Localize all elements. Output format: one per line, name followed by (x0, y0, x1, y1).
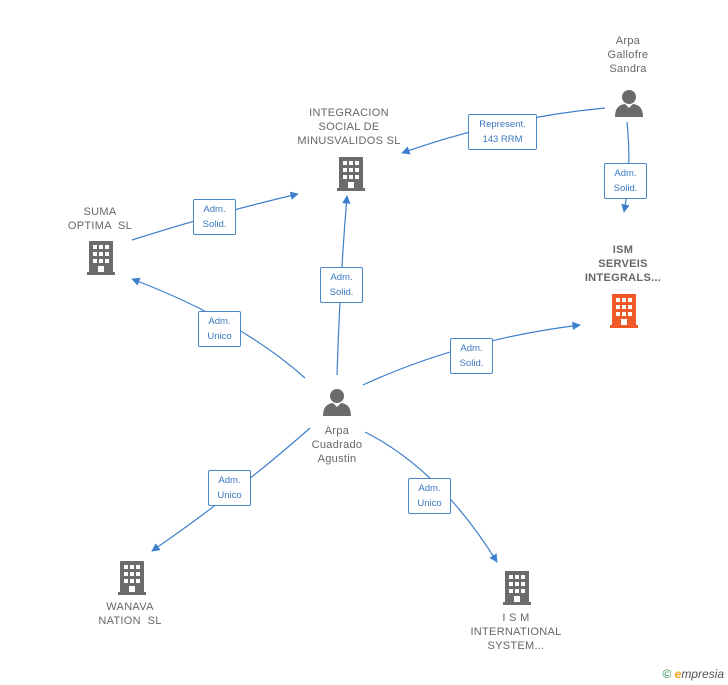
label-line: I S M (502, 612, 530, 624)
brand-rest: mpresia (681, 667, 724, 681)
label-line: OPTIMA SL (67, 220, 133, 232)
edge-label-cuadrado-wanava: Adm. Unico (208, 470, 251, 506)
edge-label-line: 143 RRM (482, 134, 523, 145)
node-label-wanava[interactable]: WANAVA NATION SL (88, 600, 172, 628)
edge-label-gallofre-ism: Adm. Solid. (604, 163, 647, 199)
node-label-integracion[interactable]: INTEGRACION SOCIAL DE MINUSVALIDOS SL (282, 106, 416, 148)
building-icon (118, 561, 146, 595)
person-icon (323, 389, 351, 416)
label-line: NATION SL (98, 615, 162, 627)
node-label-ism-international[interactable]: I S M INTERNATIONAL SYSTEM... (460, 611, 572, 653)
building-icon (503, 571, 531, 605)
label-line: Arpa (615, 35, 641, 47)
edge-label-line: Adm. (218, 475, 241, 486)
node-label-suma[interactable]: SUMA OPTIMA SL (60, 205, 140, 233)
edge-label-line: Adm. (330, 272, 353, 283)
edge-label-line: Unico (217, 490, 242, 501)
label-line: SYSTEM... (487, 640, 545, 652)
edge-label-line: Adm. (460, 343, 483, 354)
node-label-ism-serveis[interactable]: ISM SERVEIS INTEGRALS... (570, 243, 676, 285)
edge-label-represent: Represent. 143 RRM (468, 114, 537, 150)
person-icon (615, 90, 643, 117)
label-line: INTERNATIONAL (470, 626, 562, 638)
label-line: ISM (612, 244, 634, 256)
brand-watermark: © empresia (662, 667, 724, 681)
edge-label-line: Solid. (329, 287, 354, 298)
edge-label-line: Adm. (418, 483, 441, 494)
edge-label-line: Adm. (614, 168, 637, 179)
label-line: Arpa (324, 425, 350, 437)
label-line: Agustin (317, 453, 357, 465)
copyright-icon: © (662, 667, 672, 681)
node-label-gallofre[interactable]: Arpa Gallofre Sandra (593, 34, 663, 76)
edge-label-cuadrado-suma: Adm. Unico (198, 311, 241, 347)
label-line: SERVEIS (598, 258, 648, 270)
label-line: MINUSVALIDOS SL (297, 135, 401, 147)
edge-label-line: Adm. (208, 316, 231, 327)
edge-label-line: Represent. (479, 119, 526, 130)
building-icon (87, 241, 115, 275)
brand-name: empresia (675, 667, 724, 681)
label-line: INTEGRALS... (584, 272, 662, 284)
label-line: SUMA (83, 206, 117, 218)
edge-label-line: Solid. (459, 358, 484, 369)
edge-label-cuadrado-ism: Adm. Solid. (450, 338, 493, 374)
building-icon (337, 157, 365, 191)
label-line: Cuadrado (311, 439, 363, 451)
brand-initial: e (674, 667, 682, 681)
label-line: Gallofre (607, 49, 649, 61)
edge-label-line: Solid. (202, 219, 227, 230)
label-line: WANAVA (106, 601, 154, 613)
edge-label-line: Adm. (203, 204, 226, 215)
edge-label-line: Unico (207, 331, 232, 342)
edge-label-suma-integracion: Adm. Solid. (193, 199, 236, 235)
node-label-cuadrado[interactable]: Arpa Cuadrado Agustin (299, 424, 375, 466)
label-line: Sandra (609, 63, 647, 75)
edge-label-line: Unico (417, 498, 442, 509)
edge-label-cuadrado-integracion: Adm. Solid. (320, 267, 363, 303)
building-icon-accent (610, 294, 638, 328)
edge-label-cuadrado-ism-international: Adm. Unico (408, 478, 451, 514)
label-line: INTEGRACION (309, 107, 389, 119)
edge-label-line: Solid. (613, 183, 638, 194)
label-line: SOCIAL DE (318, 121, 380, 133)
